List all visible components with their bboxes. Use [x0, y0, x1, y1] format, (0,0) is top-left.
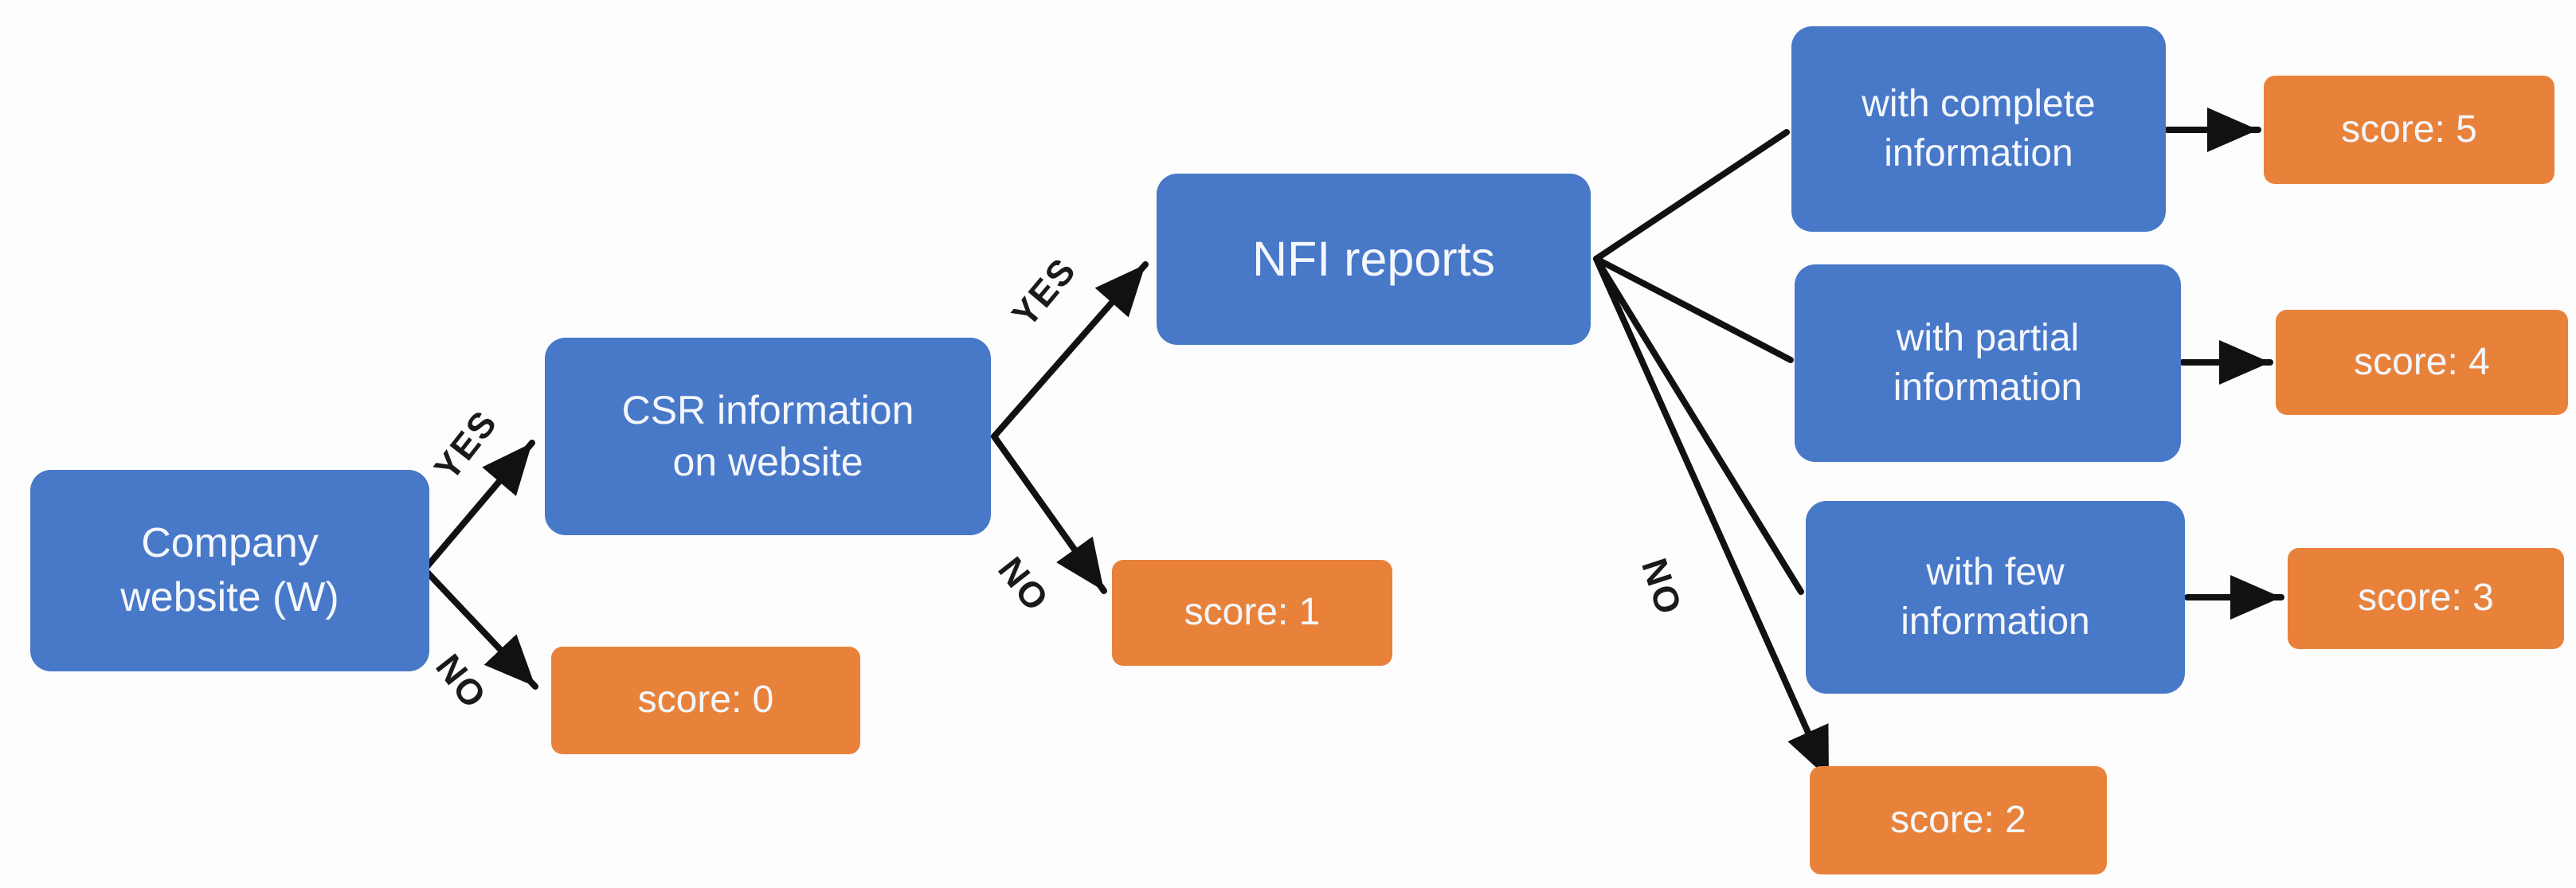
node-score-4: score: 4 [2276, 310, 2568, 415]
node-with-few-information: with few information [1806, 501, 2185, 694]
edge-nfi-partial [1593, 256, 1794, 363]
node-score-3: score: 3 [2288, 548, 2564, 649]
node-score-0: score: 0 [551, 647, 860, 754]
node-nfi-reports: NFI reports [1157, 174, 1591, 345]
node-score-5: score: 5 [2264, 76, 2554, 184]
node-csr-information: CSR information on website [545, 338, 991, 535]
node-with-complete-information: with complete information [1791, 26, 2166, 232]
edge-nfi-complete [1593, 129, 1790, 262]
edge-company-yes-csr [421, 440, 535, 573]
node-score-2: score: 2 [1810, 766, 2107, 874]
edge-nfi-no-score2 [1593, 256, 1832, 782]
node-with-partial-information: with partial information [1795, 264, 2181, 462]
edge-csr-yes-nfi [991, 261, 1149, 440]
node-company-website: Company website (W) [30, 470, 429, 671]
edge-csr-no-score1 [991, 433, 1107, 594]
edge-company-no-score0 [421, 566, 538, 690]
edge-nfi-few [1593, 256, 1804, 595]
node-score-1: score: 1 [1112, 560, 1392, 666]
